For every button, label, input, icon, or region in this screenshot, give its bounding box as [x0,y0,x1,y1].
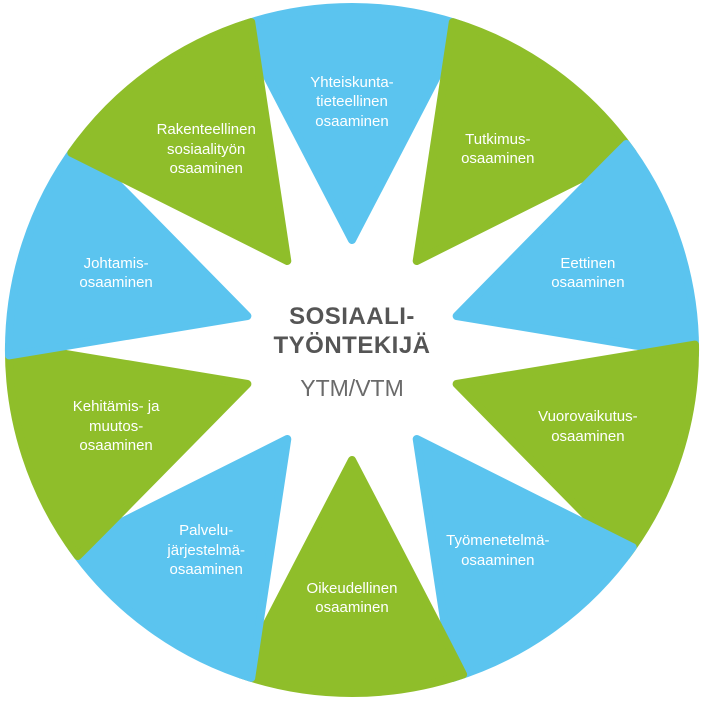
center-title-line: TYÖNTEKIJÄ [273,332,431,359]
petal-4 [452,340,700,560]
petal-label: Palvelu-järjestelmä-osaaminen [131,521,281,580]
petal-9 [4,140,252,360]
petal-label-line: Johtamis- [83,254,149,272]
petal-label-line: Yhteiskunta- [310,73,394,91]
petal-label-line: Oikeudellinen [306,579,398,597]
center-subtitle: YTM/VTM [300,375,404,401]
petal-3 [452,140,700,360]
petal-label: Vuorovaikutus-osaaminen [513,407,663,446]
petal-label-line: tieteellinen [316,93,388,111]
petal-label-line: järjestelmä- [167,541,245,559]
center-title-line: SOSIAALI- [289,303,415,330]
petal-label-line: osaaminen [551,427,625,445]
petal-label-line: osaaminen [461,551,535,569]
petal-label-line: osaaminen [79,437,153,455]
petal-label: Oikeudellinen osaaminen [277,579,427,618]
petal-label-line: Kehitämis- ja [72,398,160,416]
petal-label: Johtamis-osaaminen [41,254,191,293]
petal-label: Eettinen osaaminen [513,254,663,293]
petal-label-line: Vuorovaikutus- [538,408,638,426]
petal-1 [236,3,468,244]
petal-2 [412,18,637,265]
petal-label: Työmenetelmä-osaaminen [423,531,573,570]
petal-label-line: Rakenteellinen [156,121,256,139]
petal-label-line: osaaminen [169,160,243,178]
petal-6 [236,456,468,697]
petal-10 [67,18,292,265]
petal-label-line: osaaminen [79,274,153,292]
petal-label-line: osaaminen [551,274,625,292]
petal-label-line: osaaminen [315,112,389,130]
petal-8 [4,340,252,560]
petal-label-line: osaaminen [461,150,535,168]
petal-label-line: muutos- [89,417,144,435]
petal-label-line: osaaminen [169,561,243,579]
center-title: SOSIAALI- TYÖNTEKIJÄ [230,302,474,360]
petal-label-line: Työmenetelmä- [446,532,550,550]
petal-label: Tutkimus-osaaminen [423,130,573,169]
petal-label-line: Palvelu- [179,522,234,540]
petal-label-line: sosiaalityön [166,140,246,158]
petal-label-line: Tutkimus- [465,130,531,148]
petal-label-line: osaaminen [315,599,389,616]
petal-label-line: Eettinen [560,254,616,272]
petal-5 [412,435,637,682]
petal-7 [67,435,292,682]
